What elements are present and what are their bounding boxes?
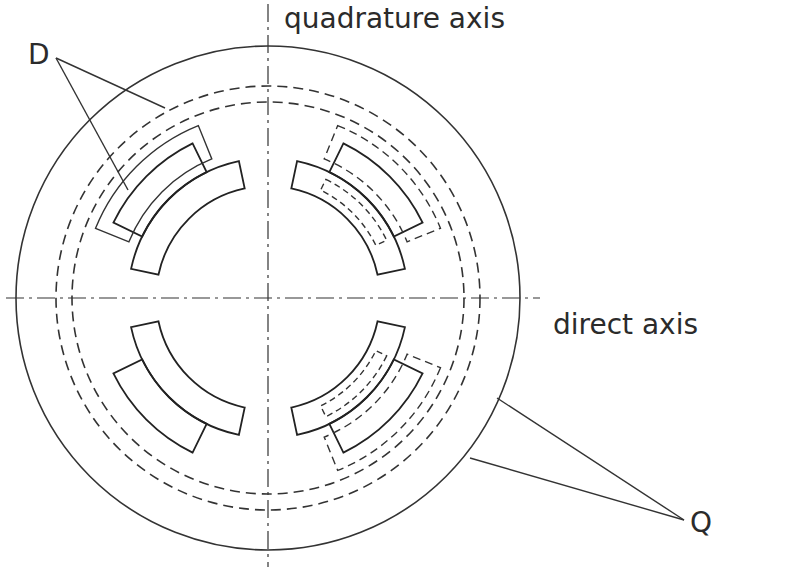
damper-coil	[321, 179, 387, 245]
pole-shoe	[131, 161, 245, 275]
axis-label: direct axis	[553, 310, 698, 341]
damper-coil	[96, 126, 212, 242]
leader-line	[56, 58, 165, 108]
damper-coil	[321, 351, 387, 417]
damper-coil	[324, 126, 440, 242]
winding-label: Q	[690, 508, 712, 539]
rotor-poles	[113, 143, 422, 452]
pole-body	[113, 359, 206, 452]
axis-label: quadrature axis	[284, 4, 505, 35]
pole-shoe	[131, 321, 245, 435]
leader-line	[56, 58, 128, 190]
pole-shoe	[291, 161, 405, 275]
quadrature-axis-line	[267, 4, 268, 567]
leader-line	[470, 458, 684, 520]
damper-coil	[324, 354, 440, 470]
damper-coils	[96, 126, 441, 471]
winding-label: D	[28, 40, 50, 71]
direct-axis-line	[6, 297, 540, 298]
leader-line	[497, 398, 684, 520]
pole-shoe	[291, 321, 405, 435]
